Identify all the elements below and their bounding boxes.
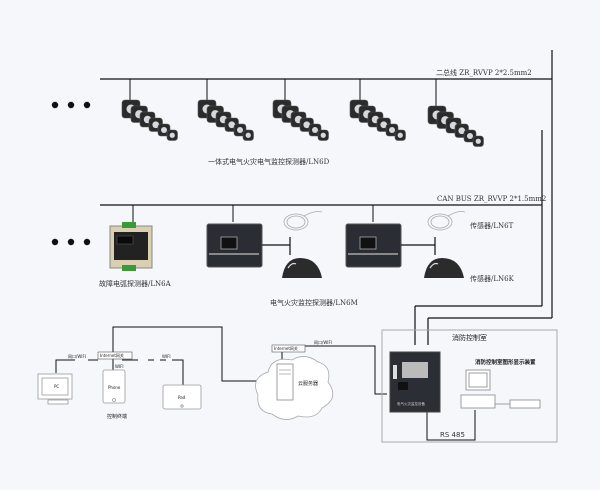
rs485-label: RS 485 bbox=[440, 431, 465, 439]
link-phone-label: WIFI bbox=[115, 364, 124, 369]
ct-hole bbox=[458, 127, 466, 135]
control-room-frame bbox=[381, 329, 558, 443]
graphic-display-computer bbox=[460, 369, 541, 409]
ln6k-label: 传感器/LN6K bbox=[470, 275, 514, 283]
ct-hole bbox=[152, 121, 160, 129]
ln6d-ct-cluster bbox=[197, 99, 254, 141]
gateway-cloud-label: Internet网关 bbox=[274, 346, 298, 351]
ln6m-label: 电气火灾监控探测器/LN6M bbox=[270, 299, 358, 307]
pad-icon bbox=[162, 384, 202, 410]
ct-hole bbox=[389, 127, 395, 133]
ln6m-device-1 bbox=[206, 223, 291, 268]
gateway-left-label: Internet网关 bbox=[100, 353, 124, 358]
phone-label: Phone bbox=[108, 385, 121, 390]
cloud-server-label: 云服务器 bbox=[298, 381, 319, 387]
ln6a-label: 故障电弧探测器/LN6A bbox=[99, 280, 171, 288]
pc-label: PC bbox=[54, 384, 60, 389]
link-pad-label: WIFI bbox=[162, 354, 171, 359]
ct-hole bbox=[320, 132, 326, 138]
ln6d-ct-cluster bbox=[272, 99, 329, 141]
ct-hole bbox=[467, 133, 473, 139]
link-pc-label: 网口/WIFI bbox=[68, 354, 86, 359]
terminal-caption: 控制终端 bbox=[107, 414, 128, 420]
link-cloud-label: 网口/WIFI bbox=[314, 340, 332, 345]
gateway-cloud-box bbox=[271, 344, 306, 353]
ct-hole bbox=[245, 132, 251, 138]
ln6m-device-2 bbox=[345, 223, 436, 268]
ln6d-group bbox=[129, 79, 361, 100]
ct-hole bbox=[312, 127, 318, 133]
ct-hole bbox=[237, 127, 243, 133]
control-room-title: 消防控制室 bbox=[452, 334, 487, 342]
ln6t-sensor-1 bbox=[283, 211, 323, 231]
ct-hole bbox=[228, 121, 236, 129]
ct-hole bbox=[303, 121, 311, 129]
ln6d-ct-cluster bbox=[427, 105, 484, 147]
ellipsis-dots-top bbox=[51, 101, 91, 109]
ln6d-ct-cluster bbox=[349, 99, 406, 141]
ln6d-ct-cluster bbox=[121, 99, 178, 141]
host-caption: 电气火灾监控设备 bbox=[397, 402, 425, 406]
ln6t-label: 传感器/LN6T bbox=[470, 222, 514, 230]
ln6d-label: 一体式电气火灾电气监控探测器/LN6D bbox=[208, 158, 330, 166]
ln6k-sensor-2 bbox=[424, 258, 464, 278]
ellipsis-dots-bottom bbox=[51, 238, 91, 246]
ln6t-sensor-2 bbox=[427, 211, 466, 231]
gateway-left-box bbox=[97, 351, 133, 360]
phone-icon bbox=[102, 369, 126, 404]
pad-label: Pad bbox=[178, 395, 186, 400]
ln6k-sensor-1 bbox=[282, 258, 322, 278]
ct-hole bbox=[161, 127, 167, 133]
ct-hole bbox=[380, 121, 388, 129]
ct-hole bbox=[475, 138, 481, 144]
ln6a-device bbox=[109, 222, 153, 271]
bus2-label: CAN BUS ZR_RVVP 2*1.5mm2 bbox=[437, 195, 547, 203]
ct-hole bbox=[169, 132, 175, 138]
pc-icon bbox=[37, 373, 73, 405]
host-cabinet bbox=[389, 351, 441, 413]
network-lines bbox=[55, 326, 476, 441]
cloud-server-icon bbox=[255, 356, 334, 420]
bus1-label: 二总线 ZR_RVVP 2*2.5mm2 bbox=[436, 69, 532, 77]
display-label: 消防控制室图形显示装置 bbox=[475, 360, 536, 366]
ct-hole bbox=[397, 132, 403, 138]
